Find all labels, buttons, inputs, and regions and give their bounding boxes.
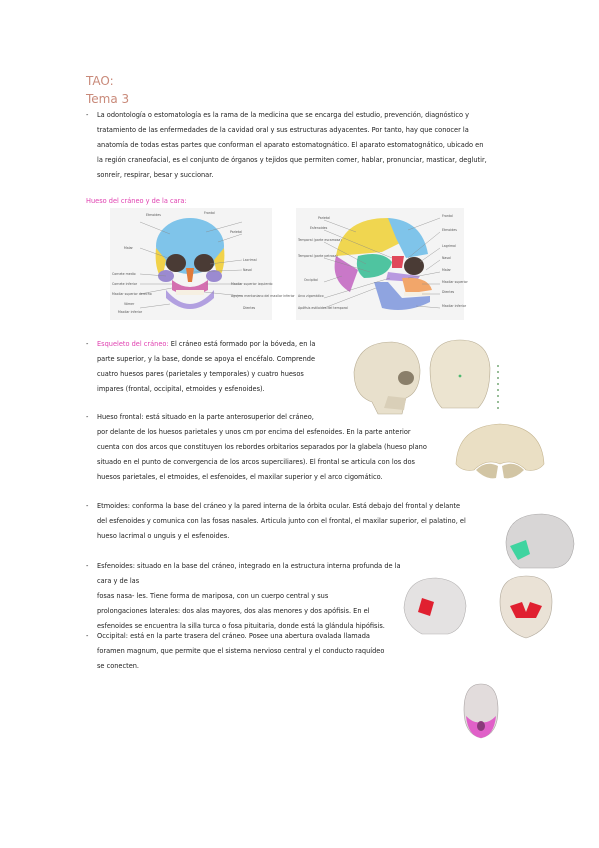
bullet-line: cuenta con dos arcos que constituyen los… <box>97 443 427 451</box>
bullet-line: esfenoides se encuentra la silla turca o… <box>97 622 385 630</box>
figure-label: Vómer <box>124 302 135 306</box>
figure-label: Arco zigomático <box>298 294 324 298</box>
bullet-line: del esfenoides y comunica con las fosas … <box>97 517 466 525</box>
intro-line: la región craneofacial, es el conjunto d… <box>97 156 487 164</box>
figure-label: Occipital <box>304 278 318 282</box>
ethmoid-figure <box>500 510 576 572</box>
intro-line: anatomía de todas estas partes que confo… <box>97 141 484 149</box>
section-heading: Hueso del cráneo y de la cara: <box>86 197 187 205</box>
occipital-illustration <box>463 683 499 739</box>
intro-line: sonreír, respirar, besar y succionar. <box>97 171 214 179</box>
page-title: TAO: <box>86 74 114 88</box>
figure-label: Esfenoides <box>310 226 328 230</box>
figure-label: Cornete inferior <box>112 282 138 286</box>
intro-paragraph: La odontología o estomatología es la ram… <box>97 108 497 183</box>
figure-label: Lacrimal <box>243 258 257 262</box>
intro-line: tratamiento de las enfermedades de la ca… <box>97 126 469 134</box>
bullet-marker: - <box>86 340 89 348</box>
bullet-skeleton: Esqueleto del cráneo: El cráneo está for… <box>97 337 347 397</box>
figure-label: Nasal <box>442 256 451 260</box>
bullet-line: prolongaciones laterales: dos alas mayor… <box>97 607 370 615</box>
bullet-frontal: Hueso frontal: está situado en la parte … <box>97 410 457 485</box>
figure-label: Maxilar superior <box>442 280 468 284</box>
bullet-sphenoid: Esfenoides: situado en la base del cráne… <box>97 559 417 634</box>
bullet-term: Hueso frontal: <box>97 413 144 421</box>
figure-label: Dientes <box>442 290 455 294</box>
bullet-line: cuatro huesos pares (parietales y tempor… <box>97 370 304 378</box>
bullet-marker: - <box>86 502 89 510</box>
figure-label: Etmoides <box>146 213 161 217</box>
bullet-line: está situado en la parte anterosuperior … <box>145 413 314 421</box>
bullet-term: Occipital: <box>97 632 128 640</box>
intro-line: La odontología o estomatología es la ram… <box>97 111 470 119</box>
figure-label: Maxilar superior izquierdo <box>231 282 273 286</box>
figure-label: Frontal <box>204 211 215 215</box>
figure-label: Maxilar inferior <box>442 304 467 308</box>
bullet-term: Etmoides: <box>97 502 130 510</box>
figure-label: Lagrimal <box>442 244 456 248</box>
bullet-line: foramen magnum, que permite que el siste… <box>97 647 385 655</box>
skull-lateral-illustration <box>296 208 464 320</box>
figure-label: Maxilar inferior <box>118 310 143 314</box>
figure-label: Parietal <box>318 216 330 220</box>
figure-label: Parietal <box>230 230 242 234</box>
bullet-line: hueso lacrimal o unguis y el esfenoides. <box>97 532 230 540</box>
bullet-marker: - <box>86 562 89 570</box>
bullet-line: está en la parte trasera del cráneo. Pos… <box>130 632 370 640</box>
bullet-line: fosas nasa- les. Tiene forma de mariposa… <box>97 592 329 600</box>
skull-frontal-illustration <box>110 208 272 320</box>
figure-label: Temporal (parte escamosa) <box>298 238 342 242</box>
bullet-line: por delante de los huesos parietales y u… <box>97 428 411 436</box>
figure-label: Frontal <box>442 214 453 218</box>
bullet-line: situado en el punto de convergencia de l… <box>97 458 415 466</box>
bullet-ethmoid: Etmoides: conforma la base del cráneo y … <box>97 499 497 544</box>
ethmoid-illustration <box>505 513 575 569</box>
figure-label: Maxilar superior derecho <box>112 292 152 296</box>
occipital-figure <box>458 680 504 742</box>
bullet-line: parte superior, y la base, donde se apoy… <box>97 355 316 363</box>
skull-lateral-figure: Parietal Esfenoides Temporal (parte esca… <box>296 208 468 320</box>
bullet-line: impares (frontal, occipital, etmoides y … <box>97 385 265 393</box>
figure-label: Nasal <box>243 268 252 272</box>
frontal-bone-figure <box>452 420 548 490</box>
skull-lateral-photo <box>353 339 499 415</box>
skull-frontal-figure: Etmoides Malar Cornete medio Cornete inf… <box>110 208 295 320</box>
bullet-term: Esqueleto del cráneo: <box>97 340 169 348</box>
figure-label: Malar <box>124 246 133 250</box>
figure-label: Dientes <box>243 306 256 310</box>
sphenoid-illustration <box>403 575 553 639</box>
bullet-marker: - <box>86 413 89 421</box>
skull-lateral-photo-figure <box>348 336 518 420</box>
figure-label: Agujero mentoniano del maxilar inferior <box>231 294 295 298</box>
bullet-marker: - <box>86 632 89 640</box>
figure-label: Cornete medio <box>112 272 136 276</box>
page-subtitle: Tema 3 <box>86 92 130 106</box>
figure-label: Temporal (parte petrosa) <box>298 254 338 258</box>
intro-bullet: - <box>86 111 89 119</box>
sphenoid-figure <box>400 572 560 642</box>
bullet-line: El cráneo está formado por la bóveda, en… <box>170 340 316 348</box>
bullet-term: Esfenoides: <box>97 562 135 570</box>
bullet-line: conforma la base del cráneo y la pared i… <box>132 502 461 510</box>
figure-label: Etmoides <box>442 228 457 232</box>
bullet-line: se conecten. <box>97 662 140 670</box>
figure-label: Apófisis estiloides del temporal <box>298 306 348 310</box>
bullet-line: huesos parietales, el etmoides, el esfen… <box>97 473 383 481</box>
frontal-bone-illustration <box>455 423 545 479</box>
figure-label: Malar <box>442 268 451 272</box>
bullet-line: situado en la base del cráneo, integrado… <box>97 562 401 585</box>
bullet-occipital: Occipital: está en la parte trasera del … <box>97 629 407 674</box>
